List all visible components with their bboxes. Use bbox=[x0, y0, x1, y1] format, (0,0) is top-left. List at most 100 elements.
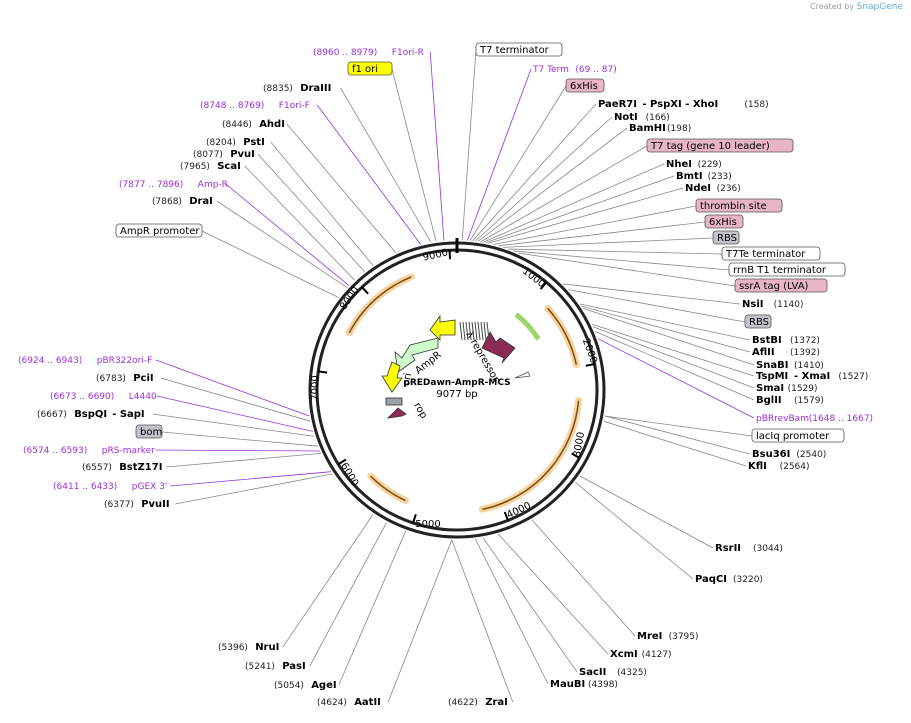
leader-line bbox=[503, 238, 713, 247]
ori-arrow bbox=[430, 316, 455, 340]
label-f1ori-r: (8960 .. 8979) F1ori-R bbox=[313, 48, 424, 58]
label-pos: (8835) bbox=[263, 84, 293, 94]
label-smai: SmaI(1529) bbox=[756, 383, 818, 394]
label-text: T7 terminator bbox=[479, 45, 550, 56]
label-t7-terminator: T7 terminator bbox=[476, 43, 562, 56]
label-name: XcmI bbox=[610, 649, 638, 660]
label-name: PvuI bbox=[230, 149, 255, 160]
label-text: 6xHis bbox=[709, 217, 737, 228]
mcs-stripe bbox=[484, 322, 486, 340]
label-pos: (7877 .. 7896) bbox=[119, 180, 183, 190]
label-text: bom bbox=[140, 427, 162, 438]
label-name: Bsu36I bbox=[752, 449, 790, 460]
label-pos: (8748 .. 8769) bbox=[200, 101, 264, 111]
leader-line bbox=[604, 421, 746, 466]
label-pos: (69 .. 87) bbox=[575, 65, 616, 75]
label-laciq: lacIq promoter bbox=[752, 429, 844, 442]
label-name: MreI bbox=[637, 631, 662, 642]
leader-line bbox=[498, 222, 705, 246]
label-name: SmaI bbox=[756, 383, 784, 394]
label-name: pBR322ori-F bbox=[97, 356, 152, 366]
rop-box bbox=[386, 398, 402, 405]
leader-line bbox=[310, 522, 387, 666]
label-pos: (1410) bbox=[794, 361, 824, 371]
leader-line bbox=[518, 253, 735, 286]
label-pos: (3795) bbox=[669, 632, 699, 642]
label-text: 6xHis bbox=[570, 81, 598, 92]
label-kfli: KflI(2564) bbox=[748, 461, 810, 472]
label-snabi: SnaBI(1410) bbox=[756, 360, 824, 371]
label-text: f1 ori bbox=[352, 64, 378, 75]
label-name: AhdI bbox=[259, 119, 285, 130]
leader-line bbox=[388, 540, 452, 702]
leader-line bbox=[226, 184, 349, 286]
label-his6-a: 6xHis bbox=[566, 79, 604, 92]
label-pcii: (6783)PciI bbox=[96, 373, 154, 384]
label-zrai: (4622)ZraI bbox=[448, 697, 508, 708]
label-name: pRS-marker bbox=[102, 446, 155, 456]
orf-arc bbox=[371, 476, 406, 500]
label-maubi: MauBI(4398) bbox=[550, 679, 618, 690]
label-draiii: (8835)DraIII bbox=[263, 83, 331, 94]
label-pos: (1392) bbox=[790, 348, 820, 358]
label-extra: - SapI bbox=[112, 409, 144, 420]
label-pos: (233) bbox=[708, 172, 732, 182]
label-ahdi: (8446) AhdI bbox=[222, 119, 285, 130]
small-feature bbox=[515, 372, 530, 378]
tick-label: 7000 bbox=[310, 375, 321, 400]
label-pos: (3220) bbox=[733, 575, 763, 585]
label-text: RBS bbox=[749, 317, 769, 328]
label-sacii: SacII(4325) bbox=[579, 667, 647, 678]
label-pos: (6377) bbox=[104, 500, 134, 510]
tick-label: 9000 bbox=[422, 248, 449, 264]
label-name: SacII bbox=[579, 667, 606, 678]
label-name: T7 Term bbox=[532, 65, 569, 75]
label-pos: (8204) bbox=[206, 138, 236, 148]
label-pasi: (5241)PasI bbox=[245, 661, 306, 672]
label-t7te: T7Te terminator bbox=[722, 247, 820, 260]
label-ndei: NdeI(236) bbox=[685, 183, 741, 194]
label-t7-tag: T7 tag (gene 10 leader) bbox=[647, 139, 793, 152]
label-name: F1ori-R bbox=[392, 48, 424, 58]
orf-arc bbox=[548, 308, 577, 364]
label-name: TspMI bbox=[756, 371, 788, 382]
label-name: BmtI bbox=[676, 171, 703, 182]
label-pos: (8960 .. 8979) bbox=[313, 48, 377, 58]
label-paer7i: PaeR7I- PspXI - XhoI(158) bbox=[598, 99, 769, 110]
leader-line bbox=[580, 304, 750, 340]
label-name: AgeI bbox=[311, 680, 336, 691]
label-extra: - XmaI bbox=[794, 371, 830, 382]
label-bmti: BmtI (233) bbox=[676, 171, 732, 182]
label-pos: (2540) bbox=[796, 450, 826, 460]
label-text: RBS bbox=[717, 233, 737, 244]
label-pos: (3044) bbox=[753, 544, 783, 554]
label-extra: - PspXI - XhoI bbox=[642, 99, 718, 110]
plasmid-name: pREDawn-AmpR-MCS bbox=[403, 378, 510, 388]
label-text: rrnB T1 terminator bbox=[733, 265, 827, 276]
label-ampr-promoter: AmpR promoter bbox=[116, 224, 202, 237]
label-name: BstBI bbox=[752, 335, 782, 346]
label-drei: MreI (3795) bbox=[637, 631, 699, 642]
label-amp-r: (7877 .. 7896)Amp-R bbox=[119, 180, 228, 190]
leader-line bbox=[478, 128, 627, 241]
label-xcmi: XcmI(4127) bbox=[610, 649, 672, 660]
label-nhei: NheI(229) bbox=[666, 159, 722, 170]
label-bom: bom bbox=[136, 425, 162, 438]
label-pos: (8077) bbox=[193, 150, 223, 160]
label-name: BspQI bbox=[74, 409, 107, 420]
label-pos: (8446) bbox=[222, 120, 252, 130]
label-pos: (7868) bbox=[152, 197, 182, 207]
label-rrnb: rrnB T1 terminator bbox=[729, 263, 845, 276]
credit: Created by SnapGene bbox=[810, 2, 903, 12]
label-ssra: ssrA tag (LVA) bbox=[735, 279, 827, 292]
leader-line bbox=[486, 176, 674, 243]
label-pos: (7965) bbox=[180, 162, 210, 172]
label-name: NotI bbox=[614, 112, 638, 123]
label-pos: (5054) bbox=[274, 681, 304, 691]
label-text: T7Te terminator bbox=[725, 249, 806, 260]
label-text: ssrA tag (LVA) bbox=[739, 281, 809, 292]
label-name: BglII bbox=[756, 395, 782, 406]
label-rsrii: RsrII(3044) bbox=[715, 543, 783, 554]
